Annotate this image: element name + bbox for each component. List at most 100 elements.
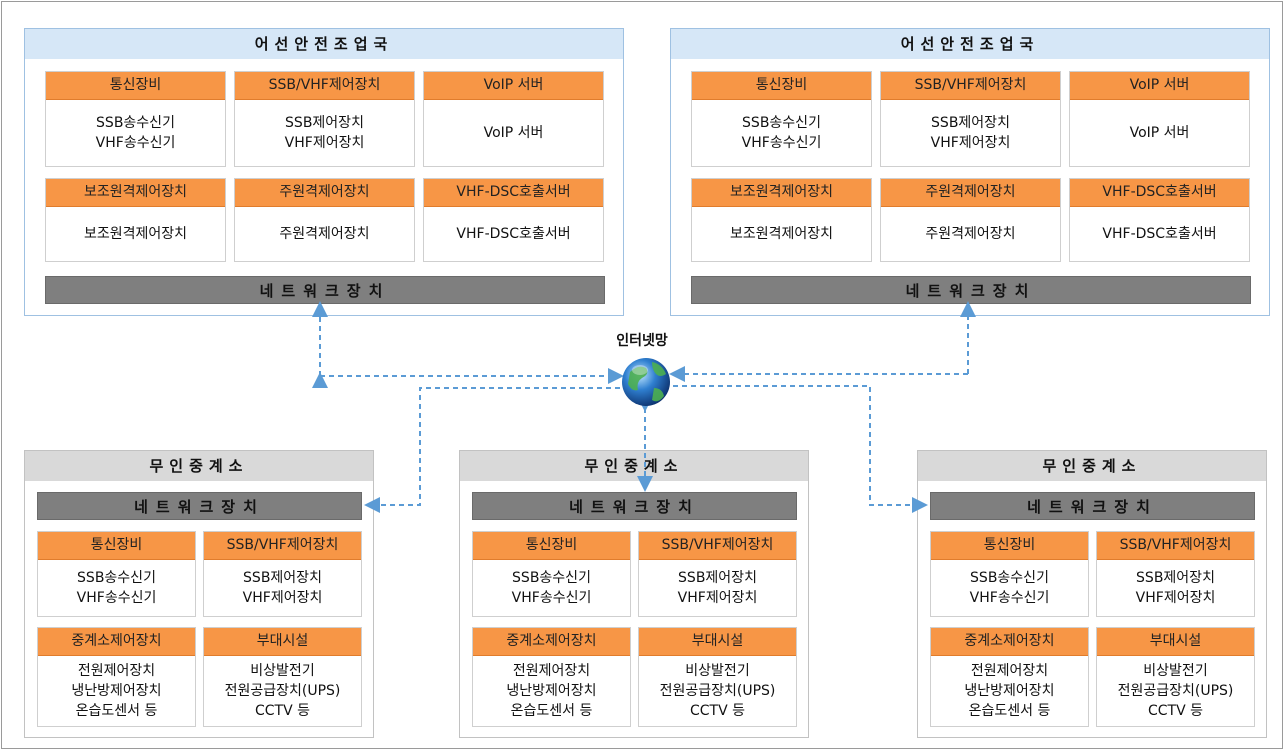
equipment-line: 냉난방제어장치: [964, 682, 1055, 699]
equipment-header: VHF-DSC호출서버: [1070, 179, 1249, 207]
equipment-line: SSB송수신기: [96, 114, 175, 131]
equipment-box: SSB/VHF제어장치 SSB제어장치 VHF제어장치: [638, 531, 797, 617]
equipment-header: 중계소제어장치: [38, 628, 195, 656]
equipment-line: 전원공급장치(UPS): [224, 682, 341, 699]
equipment-line: SSB송수신기: [742, 114, 821, 131]
equipment-line: 전원공급장치(UPS): [1117, 682, 1234, 699]
equipment-line: 주원격제어장치: [279, 225, 370, 242]
equipment-line: 비상발전기: [250, 662, 315, 679]
equipment-line: CCTV 등: [689, 702, 745, 719]
relay-panel-2: 무인중계소 네트워크장치 통신장비 SSB송수신기 VHF송수신기 SSB/VHF…: [459, 450, 809, 738]
equipment-line: VHF송수신기: [969, 589, 1050, 606]
internet-label: 인터넷망: [616, 333, 668, 349]
equipment-box: 보조원격제어장치 보조원격제어장치: [691, 178, 872, 262]
equipment-line: SSB제어장치: [931, 114, 1010, 131]
equipment-line: VHF송수신기: [76, 589, 157, 606]
equipment-line: VHF제어장치: [284, 134, 365, 151]
equipment-header: 중계소제어장치: [931, 628, 1088, 656]
equipment-line: 비상발전기: [685, 662, 750, 679]
equipment-line: VoIP 서버: [1129, 124, 1190, 141]
equipment-header: SSB/VHF제어장치: [1097, 532, 1254, 560]
equipment-line: 온습도센서 등: [510, 702, 593, 719]
equipment-line: CCTV 등: [1147, 702, 1203, 719]
equipment-header: VHF-DSC호출서버: [424, 179, 603, 207]
equipment-line: 비상발전기: [1143, 662, 1208, 679]
equipment-line: 전원제어장치: [970, 662, 1049, 679]
equipment-line: VoIP 서버: [483, 124, 544, 141]
relay-panel-3: 무인중계소 네트워크장치 통신장비 SSB송수신기 VHF송수신기 SSB/VHF…: [917, 450, 1267, 738]
network-device-bar: 네트워크장치: [472, 492, 797, 520]
equipment-line: 냉난방제어장치: [506, 682, 597, 699]
equipment-line: VHF-DSC호출서버: [456, 225, 571, 242]
equipment-line: 냉난방제어장치: [71, 682, 162, 699]
equipment-header: SSB/VHF제어장치: [235, 72, 414, 100]
station-title: 어선안전조업국: [671, 29, 1269, 59]
equipment-box: VoIP 서버 VoIP 서버: [1069, 71, 1250, 167]
equipment-line: SSB송수신기: [970, 569, 1049, 586]
equipment-line: SSB송수신기: [77, 569, 156, 586]
equipment-box: VHF-DSC호출서버 VHF-DSC호출서버: [423, 178, 604, 262]
equipment-line: VHF제어장치: [242, 589, 323, 606]
equipment-line: SSB송수신기: [512, 569, 591, 586]
equipment-header: 통신장비: [692, 72, 871, 100]
equipment-line: 보조원격제어장치: [83, 225, 188, 242]
equipment-box: 보조원격제어장치 보조원격제어장치: [45, 178, 226, 262]
equipment-header: 부대시설: [204, 628, 361, 656]
equipment-line: 온습도센서 등: [75, 702, 158, 719]
equipment-line: VHF송수신기: [511, 589, 592, 606]
equipment-header: 주원격제어장치: [235, 179, 414, 207]
equipment-line: 온습도센서 등: [968, 702, 1051, 719]
equipment-line: 전원공급장치(UPS): [659, 682, 776, 699]
equipment-line: VHF제어장치: [930, 134, 1011, 151]
network-device-bar: 네트워크장치: [691, 276, 1251, 304]
relay-title: 무인중계소: [460, 451, 808, 481]
equipment-header: VoIP 서버: [1070, 72, 1249, 100]
equipment-line: 전원제어장치: [77, 662, 156, 679]
equipment-box: VoIP 서버 VoIP 서버: [423, 71, 604, 167]
equipment-header: 주원격제어장치: [881, 179, 1060, 207]
link-relay-3: [673, 385, 928, 513]
equipment-header: 통신장비: [473, 532, 630, 560]
equipment-line: VHF-DSC호출서버: [1102, 225, 1217, 242]
equipment-header: 보조원격제어장치: [46, 179, 225, 207]
equipment-header: VoIP 서버: [424, 72, 603, 100]
equipment-header: 통신장비: [38, 532, 195, 560]
equipment-line: SSB제어장치: [678, 569, 757, 586]
equipment-box: 통신장비 SSB송수신기 VHF송수신기: [930, 531, 1089, 617]
station-title: 어선안전조업국: [25, 29, 623, 59]
equipment-header: SSB/VHF제어장치: [639, 532, 796, 560]
network-device-bar: 네트워크장치: [37, 492, 362, 520]
link-relay-1: [364, 387, 620, 513]
equipment-line: VHF제어장치: [1135, 589, 1216, 606]
equipment-line: VHF제어장치: [677, 589, 758, 606]
equipment-header: 중계소제어장치: [473, 628, 630, 656]
equipment-line: 전원제어장치: [512, 662, 591, 679]
equipment-header: 보조원격제어장치: [692, 179, 871, 207]
equipment-header: 통신장비: [931, 532, 1088, 560]
equipment-header: 부대시설: [1097, 628, 1254, 656]
relay-title: 무인중계소: [918, 451, 1266, 481]
equipment-header: SSB/VHF제어장치: [204, 532, 361, 560]
equipment-box: VHF-DSC호출서버 VHF-DSC호출서버: [1069, 178, 1250, 262]
equipment-box: 주원격제어장치 주원격제어장치: [234, 178, 415, 262]
equipment-header: 부대시설: [639, 628, 796, 656]
equipment-line: VHF송수신기: [95, 134, 176, 151]
equipment-box: 통신장비 SSB송수신기 VHF송수신기: [472, 531, 631, 617]
network-device-bar: 네트워크장치: [930, 492, 1255, 520]
